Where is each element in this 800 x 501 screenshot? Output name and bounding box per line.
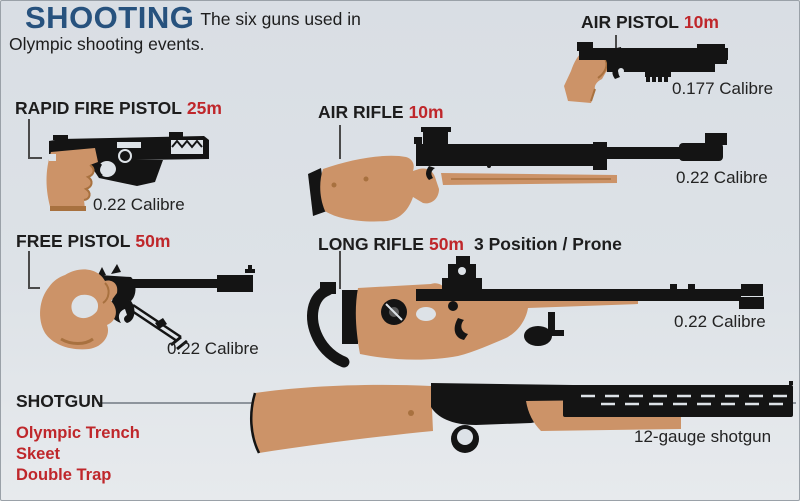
gun-distance: 50m — [135, 231, 171, 251]
gun-label-shotgun: SHOTGUN — [16, 391, 104, 412]
gun-name: RAPID FIRE PISTOL — [15, 98, 182, 118]
gun-distance: 10m — [408, 102, 444, 122]
gun-distance: 50m — [428, 234, 464, 254]
calibre-label-air-rifle: 0.22 Calibre — [676, 168, 768, 187]
air-pistol-illustration — [564, 42, 728, 103]
calibre-label-rapid-fire-pistol: 0.22 Calibre — [93, 195, 185, 214]
subtitle: The six guns used in Olympic shooting ev… — [9, 9, 361, 54]
shotgun-event: Double Trap — [16, 466, 112, 484]
long-rifle-illustration — [307, 256, 764, 368]
gun-name: AIR RIFLE — [318, 102, 404, 122]
gun-name: SHOTGUN — [16, 391, 104, 411]
air-rifle-illustration — [308, 127, 727, 222]
calibre-label-air-pistol: 0.177 Calibre — [672, 79, 774, 98]
air-rifle-pointer-line — [339, 125, 341, 159]
calibre-label-free-pistol: 0.22 Calibre — [167, 339, 259, 358]
calibre-label-long-rifle: 0.22 Calibre — [674, 312, 766, 331]
page-title: SHOOTING — [25, 0, 195, 35]
free-pistol-pointer-line — [28, 251, 40, 289]
rapid-fire-pistol-pointer-line — [28, 119, 42, 159]
calibre-label-shotgun: 12-gauge shotgun — [634, 427, 772, 446]
gun-name: LONG RIFLE — [318, 234, 424, 254]
rapid-fire-pistol-illustration — [46, 132, 209, 211]
air-pistol-pointer-line — [615, 35, 617, 50]
shotgun-events-list: Olympic Trench Skeet Double Trap — [16, 423, 140, 486]
gun-distance: 10m — [683, 12, 719, 32]
gun-modes: 3 Position / Prone — [474, 234, 622, 254]
shotgun-illustration — [250, 381, 793, 454]
shotgun-event: Olympic Trench — [16, 424, 140, 442]
gun-name: FREE PISTOL — [16, 231, 131, 251]
gun-name: AIR PISTOL — [581, 12, 679, 32]
free-pistol-illustration — [40, 264, 255, 351]
gun-distance: 25m — [186, 98, 222, 118]
shotgun-event: Skeet — [16, 445, 61, 463]
long-rifle-pointer-line — [339, 251, 341, 289]
